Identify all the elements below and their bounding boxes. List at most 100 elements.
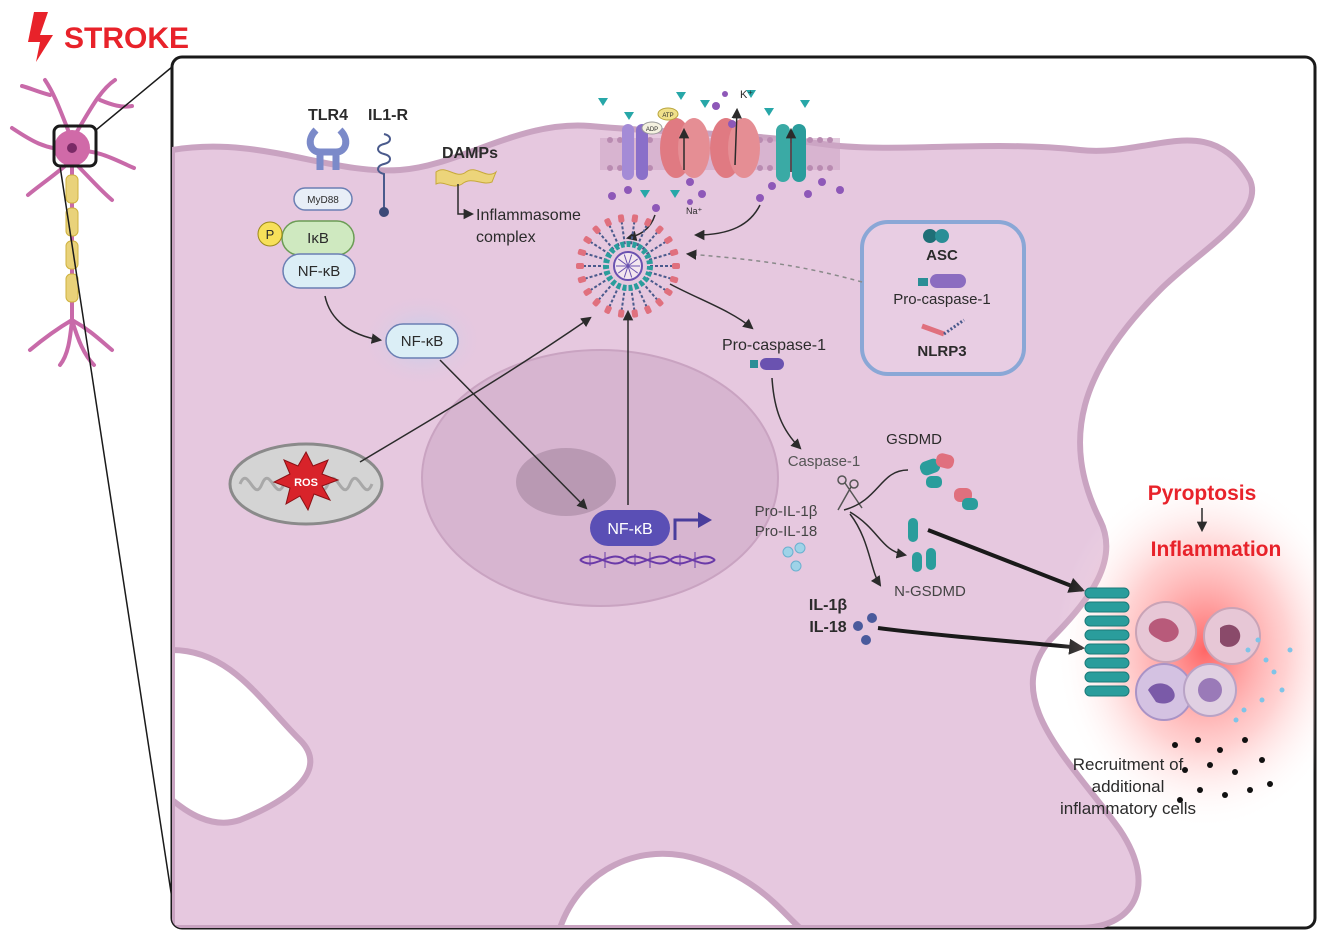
myd88-box: [293, 187, 353, 211]
gsdmd-pore: [1084, 587, 1130, 697]
inflammasome-spoke: [636, 221, 649, 247]
svg-text:ATP: ATP: [662, 113, 673, 119]
lightning-icon: [28, 12, 53, 62]
nfkb-complex-box: [282, 253, 356, 289]
ros-label: ROS: [294, 477, 318, 489]
nlrp3-unit: [655, 225, 664, 234]
stroke-title: STROKE: [64, 22, 189, 55]
damps-label: DAMPs: [442, 145, 498, 162]
procasp-label: Pro-caspase-1: [722, 337, 826, 354]
procasp-icon: [750, 358, 784, 370]
tlr4-receptor: TLR4 MyD88 IκB P NF-κB: [257, 107, 356, 289]
inflammasome-spoke: [645, 277, 669, 293]
stroke-header: STROKE: [28, 12, 189, 62]
ros-burst-icon: [272, 450, 340, 512]
inflammasome-spoke: [595, 229, 615, 251]
inflammasome-spoke: [648, 251, 675, 261]
released-cytokines: [1233, 637, 1293, 723]
recruitment-label-1: Recruitment of: [1073, 755, 1184, 774]
immune-cells: [1135, 601, 1261, 721]
nlrp3-unit: [664, 236, 673, 244]
inflammasome-spoke: [630, 287, 636, 314]
nlrp3-unit: [604, 218, 612, 227]
n-gsdmd-label: N-GSDMD: [894, 583, 966, 600]
zoom-box: [52, 124, 98, 168]
nfkb-free-label: NF-κB: [401, 333, 444, 350]
pyroptosis-label: Pyroptosis: [1148, 482, 1257, 505]
inflammasome-core-line: [627, 254, 633, 267]
nlrp3-unit: [644, 218, 652, 227]
nlrp3-unit: [577, 276, 587, 284]
nlrp3-label: NLRP3: [917, 343, 966, 360]
ion-channels: [622, 107, 806, 182]
inflammasome-components-legend: ASC Pro-caspase-1 NLRP3: [860, 220, 1026, 376]
inflammasome-label-1: Inflammasome: [476, 207, 581, 224]
inflammasome-spoke: [630, 218, 636, 245]
inflammasome-spoke: [607, 285, 620, 311]
tlr4-label: TLR4: [308, 107, 348, 124]
svg-text:ADP: ADP: [646, 127, 658, 133]
nlrp3-unit: [672, 263, 680, 269]
neuron-illustration: [10, 61, 179, 926]
nlrp3-unit: [592, 225, 601, 234]
nlrp3-unit: [617, 214, 625, 223]
damps-group: DAMPs Inflammasome complex: [435, 145, 581, 246]
nlrp3-unit: [604, 305, 612, 314]
gsdmd-proteins: [919, 453, 978, 510]
il18-label: IL-18: [809, 619, 846, 636]
pro-il1b-label: Pro-IL-1β: [755, 503, 818, 520]
inflammasome-complex: [576, 214, 680, 318]
nlrp3-unit: [644, 305, 652, 314]
inflammasome-label-2: complex: [476, 229, 536, 246]
asc-ring: [603, 241, 653, 291]
inflammation-label: Inflammation: [1151, 538, 1282, 561]
nfkb-nucleus-box: [590, 510, 670, 546]
asc-label: ASC: [926, 247, 958, 264]
nlrp3-unit: [631, 214, 639, 223]
inflammasome-spoke: [620, 218, 626, 245]
inflammasome-spoke: [581, 271, 608, 281]
il-dots: [853, 613, 877, 645]
inflammasome-core-line: [623, 254, 629, 267]
inflammasome-core-line: [617, 265, 629, 274]
phosphate-label: P: [266, 227, 275, 242]
inflammasome-core-line: [627, 265, 639, 274]
inflammasome-spoke: [641, 229, 661, 251]
inflammasome-core-line: [627, 265, 633, 278]
nlrp3-unit: [655, 298, 664, 307]
procasp-legend-label: Pro-caspase-1: [893, 291, 991, 308]
k-label: K⁺: [740, 89, 753, 101]
nucleolus: [516, 448, 616, 516]
nlrp3-unit: [664, 288, 673, 296]
inflammasome-spoke: [607, 221, 620, 247]
myd88-label: MyD88: [307, 195, 339, 206]
il1b-label: IL-1β: [809, 597, 847, 614]
recruitment-label-2: additional: [1092, 777, 1165, 796]
pro-il18-label: Pro-IL-18: [755, 523, 818, 540]
nlrp3-unit: [576, 263, 584, 269]
inflammasome-core-line: [623, 265, 629, 278]
na-label: Na⁺: [686, 206, 703, 216]
nlrp3-unit: [583, 236, 592, 244]
il1r-receptor: IL1-R: [368, 107, 408, 217]
inflammasome-spoke: [645, 239, 669, 255]
recruited-cell-dots: [1172, 737, 1273, 803]
phosphate-icon: [257, 221, 283, 247]
inflammasome-core-line: [627, 258, 639, 267]
inflammasome-spoke: [620, 287, 626, 314]
inflammasome-spoke: [648, 271, 675, 281]
inflammasome-spoke: [581, 251, 608, 261]
nlrp3-unit: [592, 298, 601, 307]
nfkb-nucleus-label: NF-κB: [607, 521, 652, 538]
il1r-label: IL1-R: [368, 107, 408, 124]
k-ions: [608, 91, 844, 212]
dna-strand: [579, 552, 716, 568]
pro-il-dots: [782, 542, 806, 572]
nfkb-free-box: [385, 323, 459, 359]
n-gsdmd-proteins: [908, 518, 936, 572]
gsdmd-label: GSDMD: [886, 431, 942, 448]
recruitment-label-3: inflammatory cells: [1060, 799, 1196, 818]
inflammasome-spoke: [641, 281, 661, 303]
nlrp3-unit: [577, 248, 587, 256]
